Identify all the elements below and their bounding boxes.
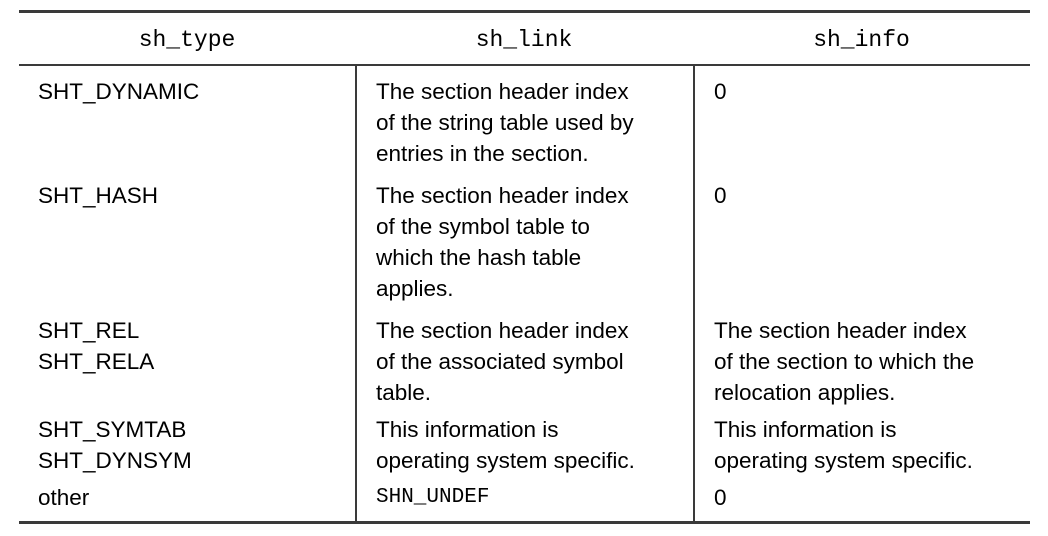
cell-sh-link: The section header index of the associat… [376, 318, 629, 405]
table-bottom-rule [19, 521, 1030, 524]
table-body: SHT_DYNAMIC The section header index of … [0, 66, 1048, 522]
table-row: SHT_DYNAMIC The section header index of … [0, 66, 1048, 170]
column-divider-1 [355, 65, 357, 522]
cell-sh-link: This information is operating system spe… [376, 417, 635, 473]
table-row: SHT_SYMTAB SHT_DYNSYM This information i… [0, 404, 1048, 476]
table-header-row: sh_type sh_link sh_info [19, 24, 1030, 62]
cell-sh-info: This information is operating system spe… [714, 417, 973, 473]
cell-sh-link: SHN_UNDEF [376, 486, 490, 509]
cell-sh-info: 0 [714, 79, 727, 104]
column-divider-2 [693, 65, 695, 522]
cell-sh-info: 0 [714, 183, 727, 208]
cell-sh-info: The section header index of the section … [714, 318, 975, 405]
cell-sh-type: SHT_SYMTAB SHT_DYNSYM [38, 417, 192, 473]
cell-sh-type: SHT_HASH [38, 183, 159, 208]
table-header-rule [19, 64, 1030, 66]
cell-sh-type: other [38, 485, 90, 510]
table-row: SHT_HASH The section header index of the… [0, 170, 1048, 305]
table-row: other SHN_UNDEF 0 [0, 476, 1048, 522]
table-top-rule [19, 10, 1030, 13]
column-header-sh-link: sh_link [475, 27, 573, 53]
cell-sh-link: The section header index of the symbol t… [376, 183, 629, 301]
cell-sh-type: SHT_DYNAMIC [38, 79, 200, 104]
cell-sh-type: SHT_REL SHT_RELA [38, 318, 155, 374]
column-header-sh-type: sh_type [138, 27, 236, 53]
cell-sh-link: The section header index of the string t… [376, 79, 634, 166]
cell-sh-info: 0 [714, 485, 727, 510]
table-row: SHT_REL SHT_RELA The section header inde… [0, 305, 1048, 405]
column-header-sh-info: sh_info [813, 27, 910, 53]
